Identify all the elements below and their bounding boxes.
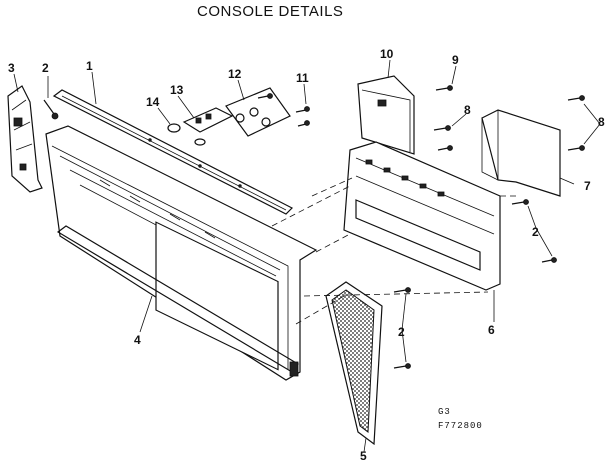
leader-lines — [13, 59, 601, 453]
part-13-switch — [182, 107, 234, 133]
callout-3: 3 — [8, 61, 15, 75]
part-7-side-bracket — [481, 109, 561, 197]
screw-2-lower — [393, 287, 411, 369]
callout-8-right: 8 — [598, 115, 605, 129]
part-1-trim-strip — [52, 89, 294, 215]
drawing-code-line-1: G3 — [438, 407, 451, 417]
callout-11: 11 — [296, 71, 309, 85]
callout-2-lower: 2 — [398, 325, 405, 339]
callout-2-right: 2 — [532, 225, 539, 239]
screw-9 — [435, 85, 453, 91]
part-4-console-panel — [45, 125, 318, 381]
callout-7: 7 — [584, 179, 591, 193]
callout-12: 12 — [228, 67, 242, 81]
screw-2-right — [511, 199, 557, 263]
part-3-end-bracket — [7, 85, 43, 193]
screw-8-middle — [433, 125, 453, 151]
callout-9: 9 — [452, 53, 459, 67]
callout-14: 14 — [146, 95, 160, 109]
callout-5: 5 — [360, 449, 367, 462]
screw-11 — [257, 93, 310, 127]
callout-6: 6 — [488, 323, 495, 337]
part-10-cover — [357, 75, 415, 155]
callout-13: 13 — [170, 83, 184, 97]
callout-10: 10 — [380, 47, 394, 61]
screw-2-left — [43, 99, 59, 120]
drawing-code-line-2: F772800 — [438, 421, 483, 431]
alignment-lines — [271, 177, 520, 325]
diagram-title: CONSOLE DETAILS — [197, 3, 343, 20]
callout-8-middle: 8 — [464, 103, 471, 117]
screw-8-right — [567, 95, 585, 151]
callout-1: 1 — [86, 59, 93, 73]
callout-2-left: 2 — [42, 61, 49, 75]
part-5-grille — [325, 281, 383, 446]
part-12-control-board — [225, 87, 291, 137]
part-6-console-housing — [343, 141, 501, 291]
part-14-knob — [167, 123, 206, 146]
callout-4: 4 — [134, 333, 141, 347]
